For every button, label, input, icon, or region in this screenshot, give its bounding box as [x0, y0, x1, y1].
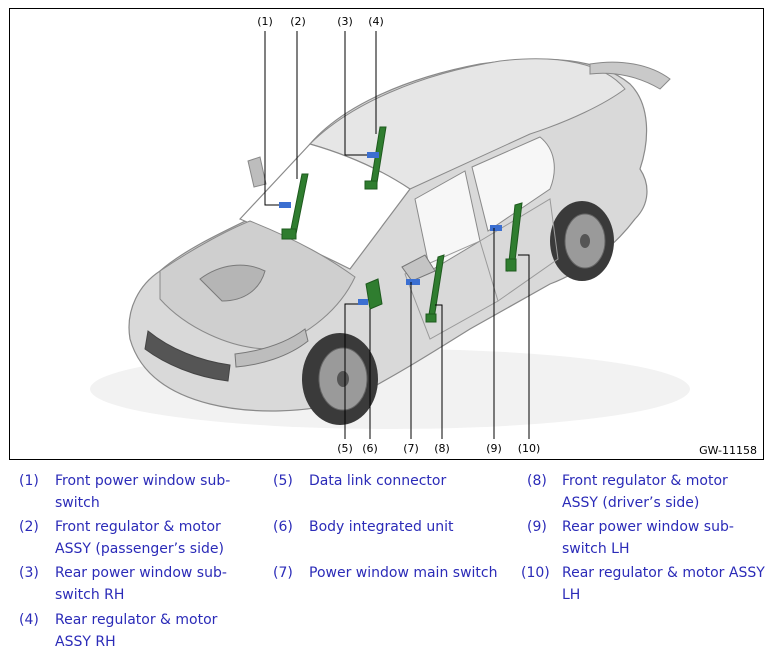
component-blue-3 [367, 152, 379, 158]
diagram-figure: (1) (2) (3) (4) (5) (6) (7) (8) (9) (10)… [9, 8, 764, 460]
legend-text: Front regulator & motor ASSY (passenger’… [55, 519, 224, 557]
legend-number: (7) [273, 565, 293, 581]
legend-number: (10) [521, 565, 550, 581]
legend-number: (5) [273, 473, 293, 489]
headlight [234, 328, 309, 368]
legend-text: Body integrated unit [309, 519, 454, 535]
callout-4: (4) [368, 15, 384, 28]
legend-text: Rear regulator & motor ASSY LH [562, 565, 765, 603]
callout-10: (10) [517, 442, 541, 455]
leader-lines [264, 31, 530, 439]
callout-8: (8) [434, 442, 450, 455]
callout-1: (1) [257, 15, 273, 28]
car-illustration [90, 31, 690, 439]
component-blue-1 [279, 202, 291, 208]
legend-text: Front power window sub-switch [55, 473, 231, 511]
legend-number: (4) [19, 612, 39, 628]
component-green-2 [281, 173, 309, 240]
component-green-8 [425, 254, 445, 323]
front-wheel [302, 333, 378, 425]
rear-side-window [471, 136, 555, 232]
legend-number: (1) [19, 473, 39, 489]
figure-id: GW-11158 [699, 444, 757, 457]
callout-6: (6) [362, 442, 378, 455]
component-blue-5 [358, 299, 368, 305]
rear-wheel [550, 201, 614, 281]
legend-text: Front regulator & motor ASSY (driver’s s… [562, 473, 728, 511]
callout-9: (9) [486, 442, 502, 455]
callout-5: (5) [337, 442, 353, 455]
callout-7: (7) [403, 442, 419, 455]
legend-number: (3) [19, 565, 39, 581]
callout-3: (3) [337, 15, 353, 28]
grille [144, 330, 231, 382]
legend-text: Rear power window sub-switch RH [55, 565, 227, 603]
component-blue-7 [406, 279, 420, 285]
legend-text: Data link connector [309, 473, 447, 489]
component-green-10 [505, 202, 523, 272]
legend-number: (9) [527, 519, 547, 535]
legend-text: Power window main switch [309, 565, 498, 581]
hood-scoop [199, 264, 266, 302]
legend-number: (6) [273, 519, 293, 535]
side-mirror [401, 254, 436, 282]
component-green-6 [365, 278, 383, 310]
legend-number: (8) [527, 473, 547, 489]
legend-text: Rear regulator & motor ASSY RH [55, 612, 218, 650]
legend-number: (2) [19, 519, 39, 535]
legend-text: Rear power window sub-switch LH [562, 519, 734, 557]
component-blue-9 [490, 225, 502, 231]
callout-2: (2) [290, 15, 306, 28]
